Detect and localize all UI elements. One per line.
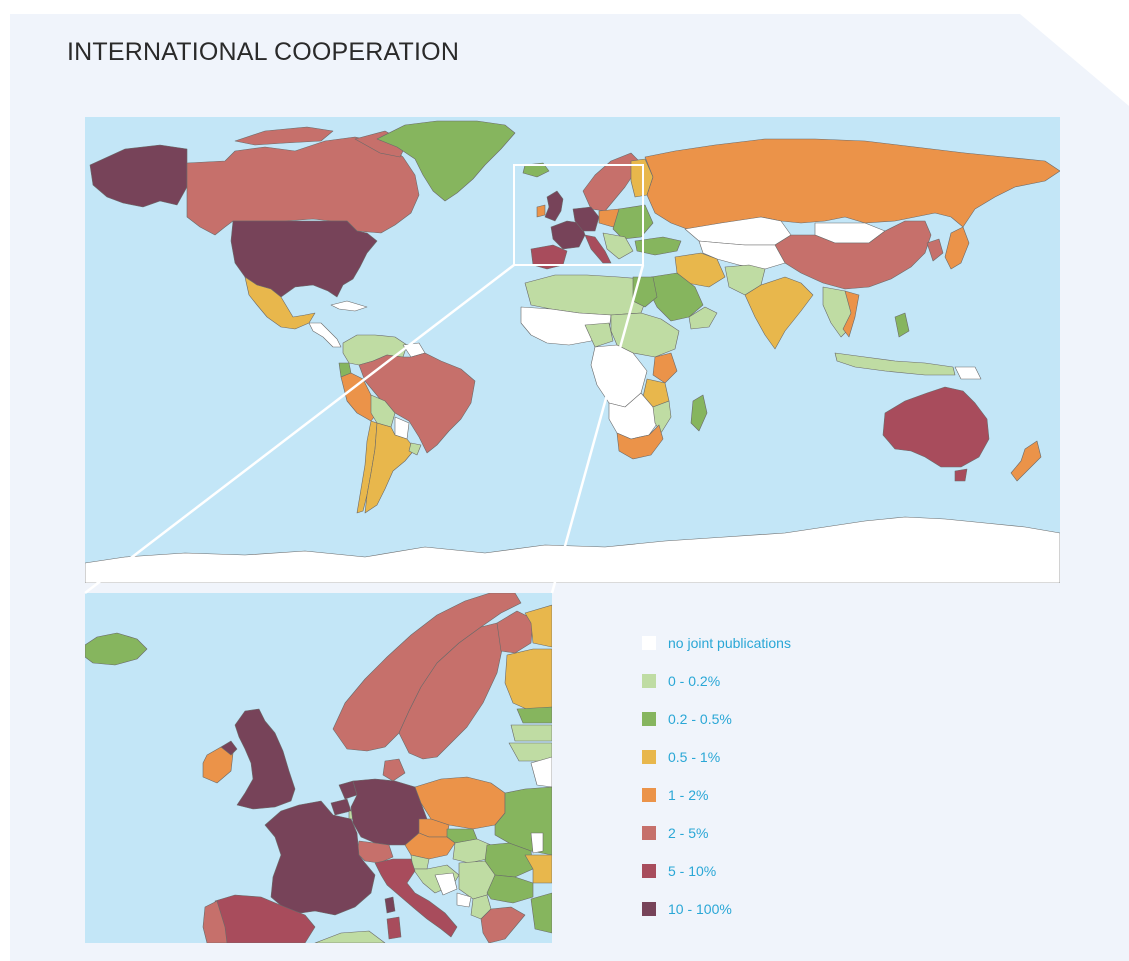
legend-item: 0.5 - 1% xyxy=(642,738,942,776)
madagascar[interactable] xyxy=(690,394,708,432)
russia-inset[interactable] xyxy=(524,604,552,648)
legend-item: 10 - 100% xyxy=(642,890,942,928)
australia[interactable] xyxy=(882,386,990,468)
italy-world[interactable] xyxy=(584,234,612,264)
bosnia[interactable] xyxy=(434,872,458,896)
japan[interactable] xyxy=(944,226,970,270)
moldova-east[interactable] xyxy=(524,854,552,884)
korea[interactable] xyxy=(926,238,944,262)
legend-label: 0.2 - 0.5% xyxy=(668,711,732,727)
greenland[interactable] xyxy=(376,120,516,202)
legend-swatch xyxy=(642,902,656,916)
legend-item: no joint publications xyxy=(642,624,942,662)
legend-swatch xyxy=(642,826,656,840)
bulgaria[interactable] xyxy=(486,874,534,904)
mozambique[interactable] xyxy=(652,400,672,434)
legend-label: 1 - 2% xyxy=(668,787,709,803)
greece[interactable] xyxy=(480,906,526,943)
italy[interactable] xyxy=(374,858,458,938)
iceland[interactable] xyxy=(522,162,550,178)
legend-swatch xyxy=(642,674,656,688)
legend-swatch xyxy=(642,636,656,650)
legend: no joint publications 0 - 0.2% 0.2 - 0.5… xyxy=(642,624,942,928)
uk-world[interactable] xyxy=(544,190,564,222)
legend-label: 10 - 100% xyxy=(668,901,732,917)
estonia[interactable] xyxy=(516,706,552,724)
alaska[interactable] xyxy=(89,144,188,208)
legend-item: 0 - 0.2% xyxy=(642,662,942,700)
legend-label: 5 - 10% xyxy=(668,863,717,879)
indonesia[interactable] xyxy=(834,352,956,376)
yemen-oman[interactable] xyxy=(688,306,718,330)
latvia[interactable] xyxy=(510,724,552,742)
europe-inset-map[interactable] xyxy=(85,593,552,943)
legend-item: 2 - 5% xyxy=(642,814,942,852)
india[interactable] xyxy=(744,276,814,350)
sardinia[interactable] xyxy=(386,916,402,940)
lithuania[interactable] xyxy=(508,742,552,762)
france-world[interactable] xyxy=(550,220,586,250)
legend-swatch xyxy=(642,788,656,802)
new-zealand[interactable] xyxy=(1010,440,1042,482)
page-title: INTERNATIONAL COOPERATION xyxy=(67,38,460,66)
philippines[interactable] xyxy=(894,312,910,338)
corsica[interactable] xyxy=(384,896,396,914)
legend-swatch xyxy=(642,712,656,726)
finland-north[interactable] xyxy=(496,610,534,654)
kenya[interactable] xyxy=(652,352,678,384)
legend-label: no joint publications xyxy=(668,635,791,651)
legend-item: 1 - 2% xyxy=(642,776,942,814)
northern-ireland[interactable] xyxy=(220,740,238,756)
portugal[interactable] xyxy=(202,900,228,943)
canada[interactable] xyxy=(186,136,420,236)
montenegro[interactable] xyxy=(456,892,472,908)
legend-swatch xyxy=(642,864,656,878)
legend-item: 0.2 - 0.5% xyxy=(642,700,942,738)
legend-label: 0 - 0.2% xyxy=(668,673,721,689)
legend-swatch xyxy=(642,750,656,764)
france[interactable] xyxy=(264,800,376,916)
norway[interactable] xyxy=(332,593,522,752)
legend-label: 2 - 5% xyxy=(668,825,709,841)
sweden[interactable] xyxy=(398,622,504,760)
ireland-world[interactable] xyxy=(536,204,546,218)
legend-label: 0.5 - 1% xyxy=(668,749,721,765)
united-kingdom[interactable] xyxy=(234,708,296,810)
belarus[interactable] xyxy=(530,756,552,788)
turkey[interactable] xyxy=(634,236,682,256)
vietnam[interactable] xyxy=(842,290,860,338)
north-africa-inset[interactable] xyxy=(314,930,386,943)
world-map[interactable] xyxy=(85,117,1060,583)
legend-item: 5 - 10% xyxy=(642,852,942,890)
balkans-world[interactable] xyxy=(602,232,634,260)
papua-new-guinea[interactable] xyxy=(954,366,982,380)
denmark[interactable] xyxy=(382,758,406,782)
central-europe-world[interactable] xyxy=(572,206,600,232)
canada-arctic-islands[interactable] xyxy=(234,126,334,146)
moldova[interactable] xyxy=(530,832,544,854)
turkey-inset[interactable] xyxy=(530,892,552,934)
iceland-inset[interactable] xyxy=(85,632,148,666)
central-asia[interactable] xyxy=(698,240,786,270)
tasmania[interactable] xyxy=(954,468,968,482)
